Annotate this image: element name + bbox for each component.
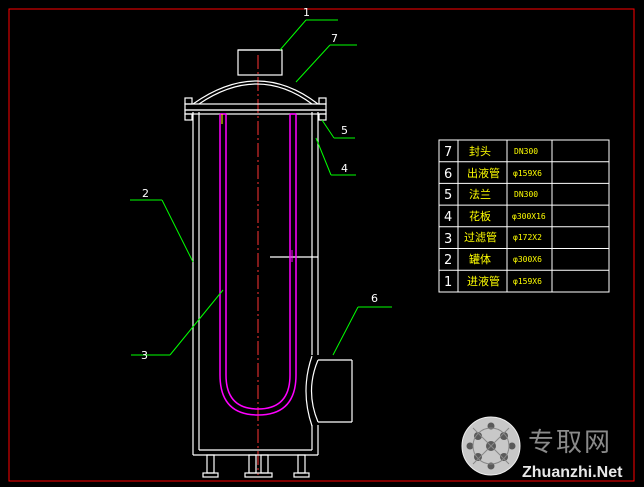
part-number: 6	[444, 167, 452, 182]
parts-row-2: 2 罐体 φ300X6	[444, 252, 542, 268]
parts-row-3: 3 过滤管 φ172X2	[444, 230, 542, 247]
part-name: 过滤管	[464, 230, 497, 244]
parts-table-grid	[438, 139, 610, 293]
part-spec: DN300	[514, 190, 538, 199]
callout-5: 5	[341, 124, 348, 137]
part-spec: φ300X16	[512, 212, 546, 221]
watermark: 专取网 Zhuanzhi.Net	[461, 416, 623, 481]
part-name: 花板	[469, 209, 491, 223]
part-spec: φ300X6	[513, 255, 542, 264]
callout-3: 3	[141, 349, 148, 362]
drawing-frame	[8, 8, 635, 482]
part-number: 4	[444, 210, 452, 225]
callout-labels: 1 7 5 4 2 3 6	[141, 6, 378, 362]
part-name: 进液管	[467, 274, 500, 288]
callout-2: 2	[142, 187, 149, 200]
parts-row-4: 4 花板 φ300X16	[444, 209, 546, 225]
part-number: 2	[444, 253, 452, 268]
part-spec: DN300	[514, 147, 538, 156]
part-name: 罐体	[469, 252, 491, 266]
part-spec: φ172X2	[513, 233, 542, 242]
filter-tube-marker	[291, 250, 297, 262]
part-spec: φ159X6	[513, 277, 542, 286]
callout-4: 4	[341, 162, 348, 175]
part-name: 封头	[469, 144, 491, 158]
part-number: 5	[444, 188, 452, 203]
watermark-en-text: Zhuanzhi.Net	[522, 464, 623, 481]
watermark-ball-icon	[461, 416, 521, 476]
parts-table: 7 封头 DN300 6 出液管 φ159X6 5 法兰 DN300 4 花板 …	[438, 139, 610, 293]
part-number: 7	[444, 145, 452, 160]
parts-row-5: 5 法兰 DN300	[444, 187, 538, 203]
part-spec: φ159X6	[513, 169, 542, 178]
part-name: 出液管	[467, 166, 500, 180]
part-number: 1	[444, 275, 452, 290]
callout-1: 1	[303, 6, 310, 19]
parts-row-6: 6 出液管 φ159X6	[444, 166, 542, 182]
vessel-body	[184, 49, 353, 478]
part-name: 法兰	[469, 187, 491, 201]
filter-tube	[219, 113, 297, 416]
watermark-cn-text: 专取网	[528, 428, 612, 458]
parts-row-7: 7 封头 DN300	[444, 144, 538, 160]
leader-lines	[130, 19, 392, 356]
callout-7: 7	[331, 32, 338, 45]
parts-row-1: 1 进液管 φ159X6	[444, 274, 542, 290]
part-number: 3	[444, 232, 452, 247]
callout-6: 6	[371, 292, 378, 305]
